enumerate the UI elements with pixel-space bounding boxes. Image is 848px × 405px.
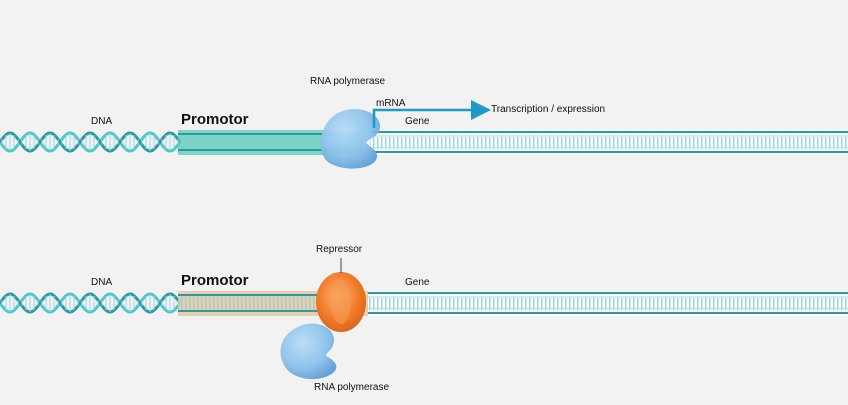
gene-ladder-top [370,130,848,155]
repressor-label: Repressor [316,244,363,255]
helix-rungs [1,133,179,151]
rna-polymerase-bottom [280,323,337,380]
promotor-label-bottom: Promotor [181,272,249,289]
gene-label-bottom: Gene [405,277,430,288]
helix-rungs [1,294,179,312]
dna-helix-bottom [0,292,182,314]
rna-polymerase-label-bottom: RNA polymerase [314,382,389,393]
gene-label-top: Gene [405,116,430,127]
repressor-protein [316,258,366,332]
mrna-label: mRNA [376,98,406,109]
promotor-ladder-bottom [178,294,320,312]
top-panel: DNA Promotor RNA polymerase mRNA Transcr… [0,76,848,169]
transcription-label: Transcription / expression [491,104,605,115]
bottom-panel: DNA Promotor Repressor Gene RNA polymera… [0,244,848,393]
rna-polymerase-top [320,109,381,169]
transcription-arrow [372,100,491,128]
promotor-label-top: Promotor [181,111,249,128]
dna-helix-top [0,131,182,153]
rna-polymerase-label-top: RNA polymerase [310,76,385,87]
dna-label-top: DNA [91,116,112,127]
gene-ladder-bottom [368,291,848,316]
dna-label-bottom: DNA [91,277,112,288]
